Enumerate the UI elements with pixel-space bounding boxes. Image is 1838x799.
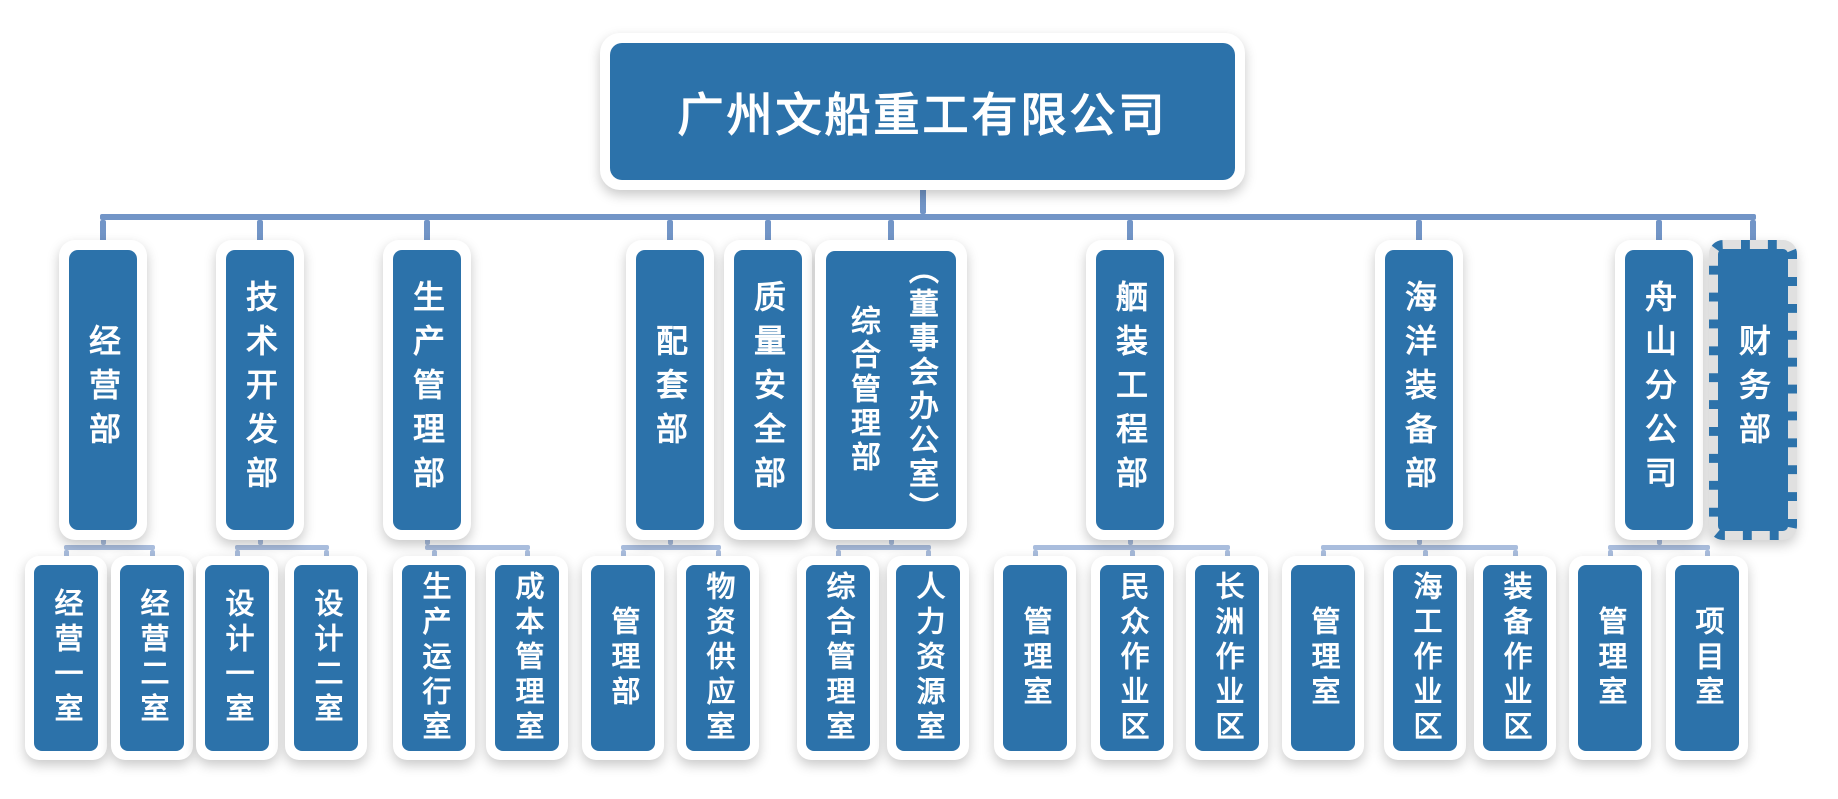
- room-jingying-1: 经营一室: [25, 556, 107, 760]
- company-title: 广州文船重工有限公司: [610, 43, 1235, 180]
- dept-caiwu: 财务部: [1709, 240, 1797, 540]
- room-zonghe-guanli: 综合管理室: [797, 556, 879, 760]
- dept-jingying: 经营部: [59, 240, 147, 540]
- room-zhuangbei-zuoyequ: 装备作业区: [1474, 556, 1556, 760]
- room-sheji-2: 设计二室: [285, 556, 367, 760]
- room-minzhong-zuoyequ: 民众作业区: [1091, 556, 1173, 760]
- room-jingying-2: 经营二室: [111, 556, 193, 760]
- dept-zhiliang-anquan: 质量安全部: [724, 240, 812, 540]
- room-shengchan-yunxing: 生产运行室: [393, 556, 475, 760]
- room-wuzi-gongying: 物资供应室: [677, 556, 759, 760]
- room-guanli-bu: 管理部: [582, 556, 664, 760]
- dept-zonghe-guanli-label: 综合管理部: [846, 305, 879, 475]
- room-xiangmu: 项目室: [1666, 556, 1748, 760]
- root-box: 广州文船重工有限公司: [600, 33, 1245, 190]
- dept-zonghe-guanli-sublabel: （董事会办公室）: [904, 254, 937, 526]
- dept-jishu-kaifa: 技术开发部: [216, 240, 304, 540]
- room-chengben-guanli: 成本管理室: [486, 556, 568, 760]
- room-haiyang-guanli: 管理室: [1282, 556, 1364, 760]
- dept-peitao: 配套部: [626, 240, 714, 540]
- dept-haiyang-zhuangbei: 海洋装备部: [1375, 240, 1463, 540]
- room-xizhuang-guanli: 管理室: [994, 556, 1076, 760]
- room-haigong-zuoyequ: 海工作业区: [1384, 556, 1466, 760]
- room-sheji-1: 设计一室: [196, 556, 278, 760]
- room-changzhou-zuoyequ: 长洲作业区: [1186, 556, 1268, 760]
- dept-zonghe-guanli: 综合管理部 （董事会办公室）: [815, 240, 967, 540]
- dept-zhoushan-fengongsi: 舟山分公司: [1615, 240, 1703, 540]
- dept-shengchan-guanli: 生产管理部: [383, 240, 471, 540]
- room-renli-ziyuan: 人力资源室: [887, 556, 969, 760]
- dept-xizhuang-gongcheng: 舾装工程部: [1086, 240, 1174, 540]
- room-zhoushan-guanli: 管理室: [1569, 556, 1651, 760]
